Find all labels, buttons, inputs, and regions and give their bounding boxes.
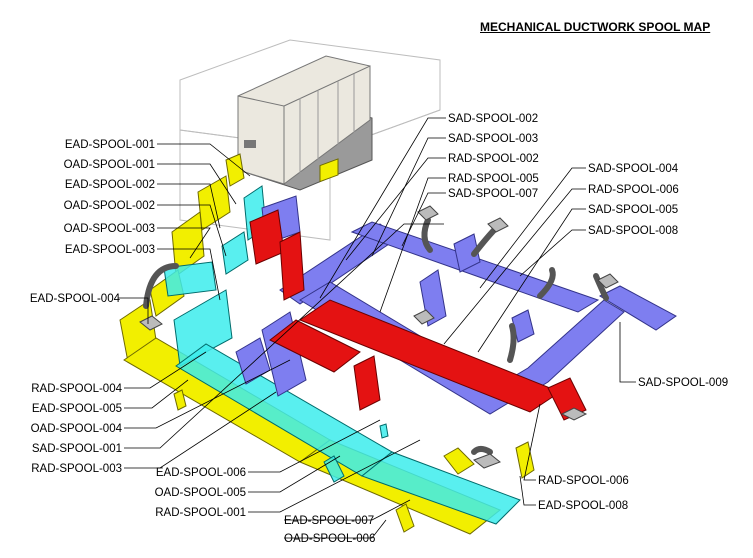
label-ead-spool-004: EAD-SPOOL-004 <box>30 293 121 305</box>
label-rad-spool-006-top: RAD-SPOOL-006 <box>588 184 679 196</box>
outside-air-duct <box>163 185 521 525</box>
label-sad-spool-003: SAD-SPOOL-003 <box>448 133 538 145</box>
diagram-title: MECHANICAL DUCTWORK SPOOL MAP <box>480 20 711 34</box>
label-sad-spool-002: SAD-SPOOL-002 <box>448 113 538 125</box>
label-ead-spool-003: EAD-SPOOL-003 <box>65 244 155 256</box>
label-oad-spool-006: OAD-SPOOL-006 <box>284 533 375 545</box>
label-sad-spool-009: SAD-SPOOL-009 <box>638 377 728 389</box>
label-ead-spool-008: EAD-SPOOL-008 <box>538 500 628 512</box>
label-oad-spool-005: OAD-SPOOL-005 <box>155 487 246 499</box>
label-rad-spool-002: RAD-SPOOL-002 <box>448 153 539 165</box>
air-handling-unit <box>237 55 373 191</box>
label-sad-spool-004: SAD-SPOOL-004 <box>588 163 679 175</box>
label-ead-spool-005: EAD-SPOOL-005 <box>32 403 122 415</box>
label-oad-spool-001: OAD-SPOOL-001 <box>64 159 155 171</box>
label-oad-spool-003: OAD-SPOOL-003 <box>64 223 155 235</box>
label-rad-spool-003: RAD-SPOOL-003 <box>31 463 122 475</box>
label-rad-spool-006-bottom: RAD-SPOOL-006 <box>538 475 629 487</box>
label-rad-spool-004: RAD-SPOOL-004 <box>31 383 122 395</box>
label-sad-spool-005: SAD-SPOOL-005 <box>588 204 678 216</box>
label-ead-spool-007: EAD-SPOOL-007 <box>284 515 374 527</box>
label-sad-spool-008: SAD-SPOOL-008 <box>588 225 678 237</box>
label-sad-spool-007: SAD-SPOOL-007 <box>448 188 538 200</box>
spool-labels-right: SAD-SPOOL-002 SAD-SPOOL-003 RAD-SPOOL-00… <box>448 113 728 512</box>
label-ead-spool-001: EAD-SPOOL-001 <box>65 139 155 151</box>
air-diffusers <box>139 205 619 469</box>
label-ead-spool-006: EAD-SPOOL-006 <box>156 467 246 479</box>
spool-labels-left: EAD-SPOOL-001 OAD-SPOOL-001 EAD-SPOOL-00… <box>30 139 246 519</box>
label-rad-spool-001: RAD-SPOOL-001 <box>155 507 246 519</box>
label-rad-spool-005: RAD-SPOOL-005 <box>448 173 539 185</box>
label-ead-spool-002: EAD-SPOOL-002 <box>65 179 155 191</box>
label-oad-spool-002: OAD-SPOOL-002 <box>64 200 155 212</box>
spool-labels-bottom: EAD-SPOOL-007 OAD-SPOOL-006 <box>284 515 375 545</box>
label-oad-spool-004: OAD-SPOOL-004 <box>31 423 123 435</box>
label-sad-spool-001: SAD-SPOOL-001 <box>32 443 122 455</box>
leader-lines <box>118 117 636 539</box>
